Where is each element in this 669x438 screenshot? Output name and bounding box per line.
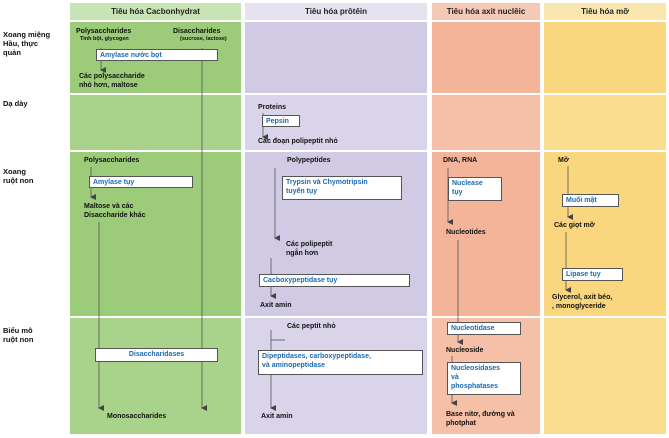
protein-polypeptides: Polypeptides	[287, 157, 331, 164]
fat-label: Mỡ	[558, 157, 569, 164]
enzyme-bile-salts: Muối mật	[562, 194, 619, 207]
nucleic-dna-rna: DNA, RNA	[443, 157, 478, 164]
enzyme-amylase-saliva: Amylase nước bọt	[96, 49, 218, 61]
fat-products: Glycerol, axit béo, , monoglyceride	[552, 294, 613, 310]
protein-proteins-label: Proteins	[258, 104, 287, 111]
carb-poly2-label: Polysaccharides	[84, 157, 140, 164]
enzyme-trypsin: Trypsin và Chymotripsin tuyến tụy	[282, 176, 402, 200]
carb-polysaccharides-sub: Tinh bột, glycogen	[80, 36, 129, 42]
row-label-epithelium: Biểu mô ruột non	[3, 326, 34, 344]
enzyme-nucleotidase: Nucleotidase	[447, 322, 521, 335]
column-header-carb: Tiêu hóa Cacbonhydrat	[70, 3, 241, 20]
row-label-mouth: Xoang miệng Hầu, thực quản	[3, 30, 51, 57]
column-header-fat: Tiêu hóa mỡ	[544, 3, 666, 20]
nucleic-nucleotides: Nucleotides	[446, 229, 486, 236]
nucleic-band-mouth	[432, 22, 540, 93]
column-header-nucleic: Tiêu hóa axit nuclêic	[432, 3, 540, 20]
protein-band-mouth	[245, 22, 427, 93]
carb-small-poly: Các polysaccharide nhỏ hơn, maltose	[79, 73, 145, 89]
row-label-stomach: Dạ dày	[3, 99, 28, 108]
fat-band-epithelium	[544, 318, 666, 434]
carb-maltose-other: Maltose và các Disaccharide khác	[84, 203, 146, 219]
carb-band-epithelium	[70, 318, 241, 434]
enzyme-amylase-pancreas: Amylase tụy	[89, 176, 193, 188]
fat-band-small-intestine	[544, 152, 666, 316]
enzyme-dipeptidases: Dipeptidases, carboxypeptidase, và amino…	[258, 350, 423, 375]
nucleic-bases: Base nitơ, đường và photphat	[446, 411, 515, 427]
protein-small-poly: Các đoạn polipeptit nhỏ	[258, 138, 338, 145]
nucleic-nucleoside: Nucleoside	[446, 347, 484, 354]
protein-amino-acid-1: Axit amin	[260, 302, 292, 309]
carb-disaccharides-label: Disaccharides	[173, 28, 221, 35]
nucleic-band-stomach	[432, 95, 540, 150]
enzyme-disaccharidases: Disaccharidases	[95, 348, 218, 362]
enzyme-lipase: Lipase tụy	[562, 268, 623, 281]
enzyme-nuclease: Nuclease tụy	[448, 177, 502, 201]
enzyme-carboxypeptidase: Cacboxypeptidase tụy	[259, 274, 410, 287]
protein-shorter-poly: Các polipeptit ngắn hơn	[286, 241, 333, 257]
fat-droplets: Các giọt mỡ	[554, 222, 595, 229]
enzyme-nucleosidases: Nucleosidases và phosphatases	[447, 362, 521, 395]
enzyme-pepsin: Pepsin	[262, 115, 300, 127]
carb-disaccharides-sub: (sucrose, lactose)	[180, 36, 227, 42]
fat-band-mouth	[544, 22, 666, 93]
carb-polysaccharides-label: Polysaccharides	[76, 28, 132, 35]
row-label-small-intestine: Xoang ruột non	[3, 167, 34, 185]
carb-monosaccharides: Monosaccharides	[107, 413, 167, 420]
protein-band-epithelium	[245, 318, 427, 434]
column-header-protein: Tiêu hóa prôtêin	[245, 3, 427, 20]
fat-band-stomach	[544, 95, 666, 150]
carb-band-stomach	[70, 95, 241, 150]
protein-amino-acid-2: Axit amin	[261, 413, 293, 420]
protein-small-peptide: Các peptit nhỏ	[287, 323, 336, 330]
